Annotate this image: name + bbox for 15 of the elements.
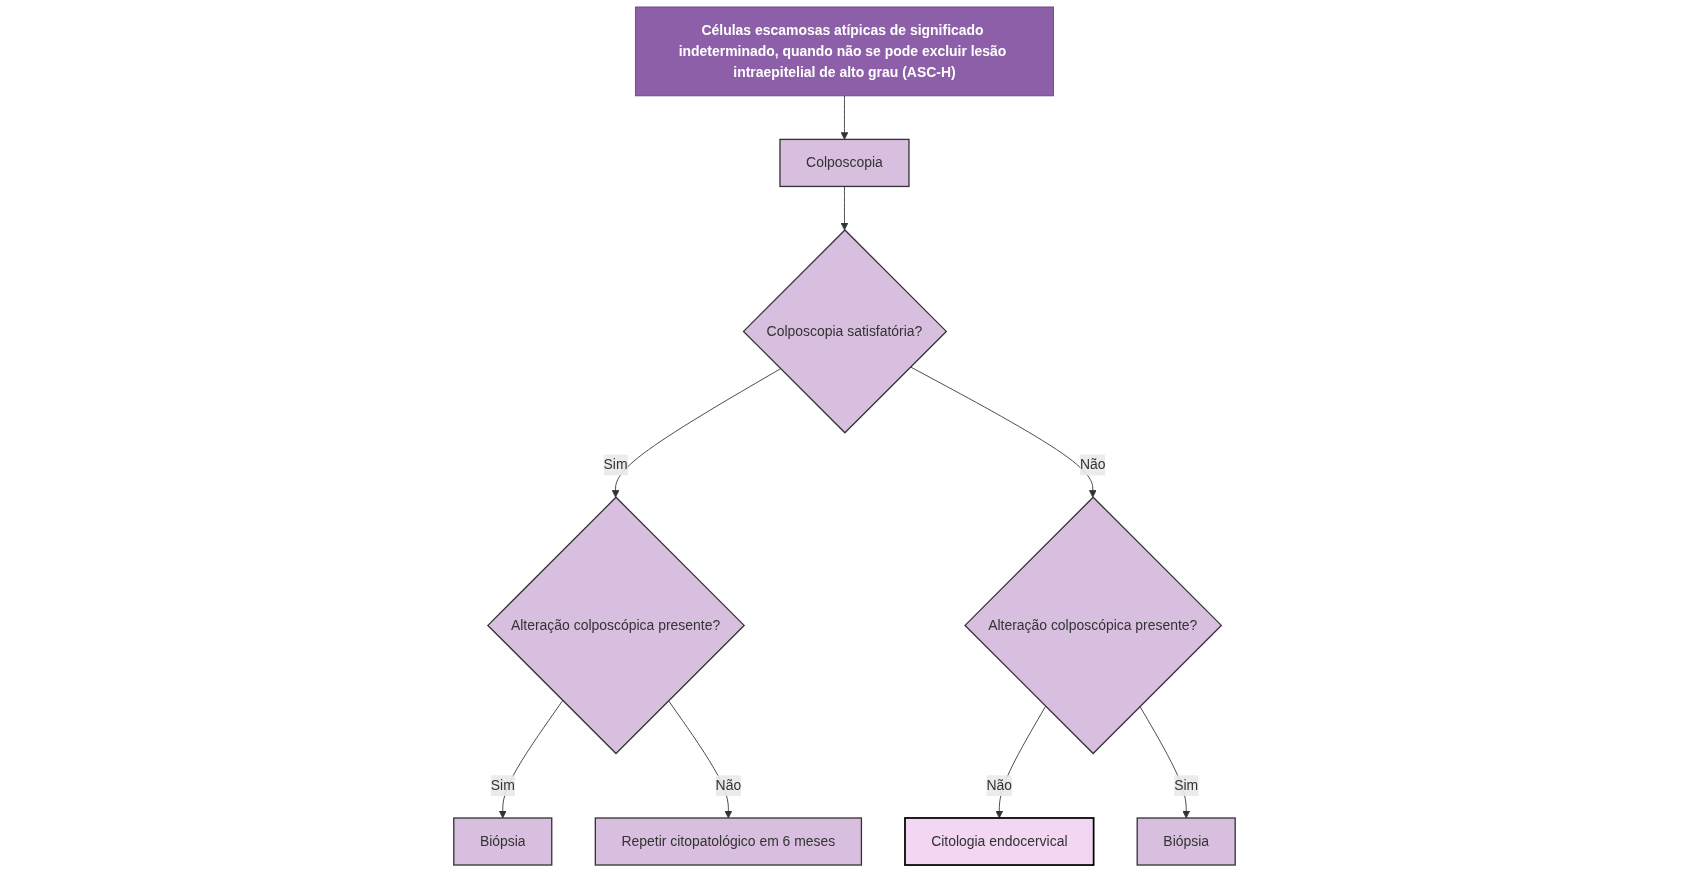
node-box: Células escamosas atípicas de significado indeterminado, quando não se pode excluir lesão intraepitelial de alto grau (ASC-H) — [634, 6, 1054, 97]
edge-label: Sim — [1174, 777, 1199, 793]
edge-label: Sim — [603, 457, 628, 472]
node-box: Biópsia — [1136, 817, 1236, 866]
node-diamond: Alteração colposcópica presente? — [486, 496, 746, 755]
node-box: Colposcopia — [779, 138, 910, 188]
node-box: Repetir citopatológico em 6 meses — [594, 817, 863, 866]
node-box: Citologia endocervical — [904, 817, 1095, 866]
node-diamond: Alteração colposcópica presente? — [964, 496, 1223, 755]
edge-label: Não — [986, 777, 1013, 793]
edge-label: Não — [715, 777, 742, 793]
edge-label: Sim — [490, 777, 515, 793]
node-diamond: Colposcopia satisfatória? — [742, 229, 948, 434]
node-box: Biópsia — [453, 817, 553, 866]
edge-label: Não — [1079, 457, 1106, 472]
